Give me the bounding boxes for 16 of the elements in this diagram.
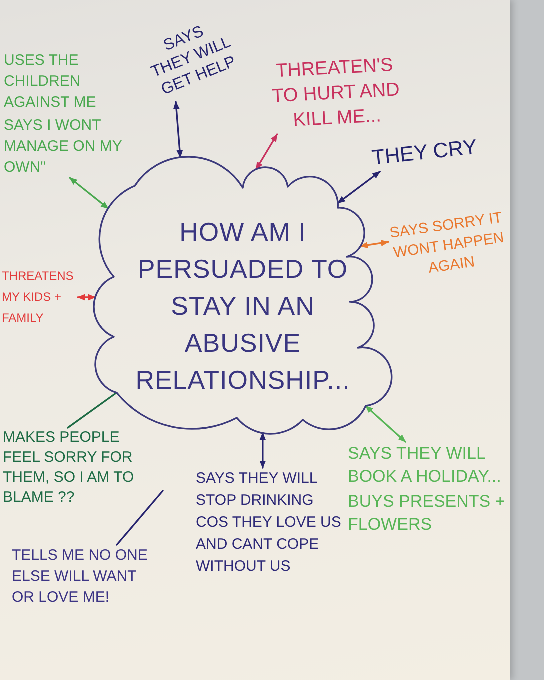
handwritten-note: TELLS ME NO ONE ELSE WILL WANT OR LOVE ME! xyxy=(12,545,162,608)
double-headed-arrow xyxy=(77,294,96,301)
handwritten-note: THEY CRY xyxy=(370,134,486,172)
double-headed-arrow xyxy=(173,101,184,158)
handwritten-note: SAYS THEY WILL GET HELP xyxy=(140,14,244,102)
handwritten-note: USES THE CHILDREN AGAINST ME xyxy=(4,51,98,113)
connector-line xyxy=(116,490,164,546)
handwritten-note: THREATEN'S TO HURT AND KILL ME... xyxy=(266,52,406,134)
handwritten-note: BUYS PRESENTS + FLOWERS xyxy=(348,491,506,536)
double-headed-arrow xyxy=(260,432,266,469)
handwritten-note: SAYS I WONT MANAGE ON MY OWN" xyxy=(4,116,124,178)
handwritten-note: MAKES PEOPLE FEEL SORRY FOR THEM, SO I AM TO BLAME ?? xyxy=(3,428,141,508)
handwritten-note: SAYS THEY WILL BOOK A HOLIDAY... xyxy=(348,443,502,488)
handwritten-note: SAYS THEY WILL STOP DRINKING COS THEY LOVE US AND CANT COPE WITHOUT US xyxy=(196,468,348,578)
handwritten-note: THREATENS MY KIDS + FAMILY xyxy=(2,266,78,329)
handwritten-note: SAYS SORRY IT WONT HAPPEN AGAIN xyxy=(388,208,510,284)
